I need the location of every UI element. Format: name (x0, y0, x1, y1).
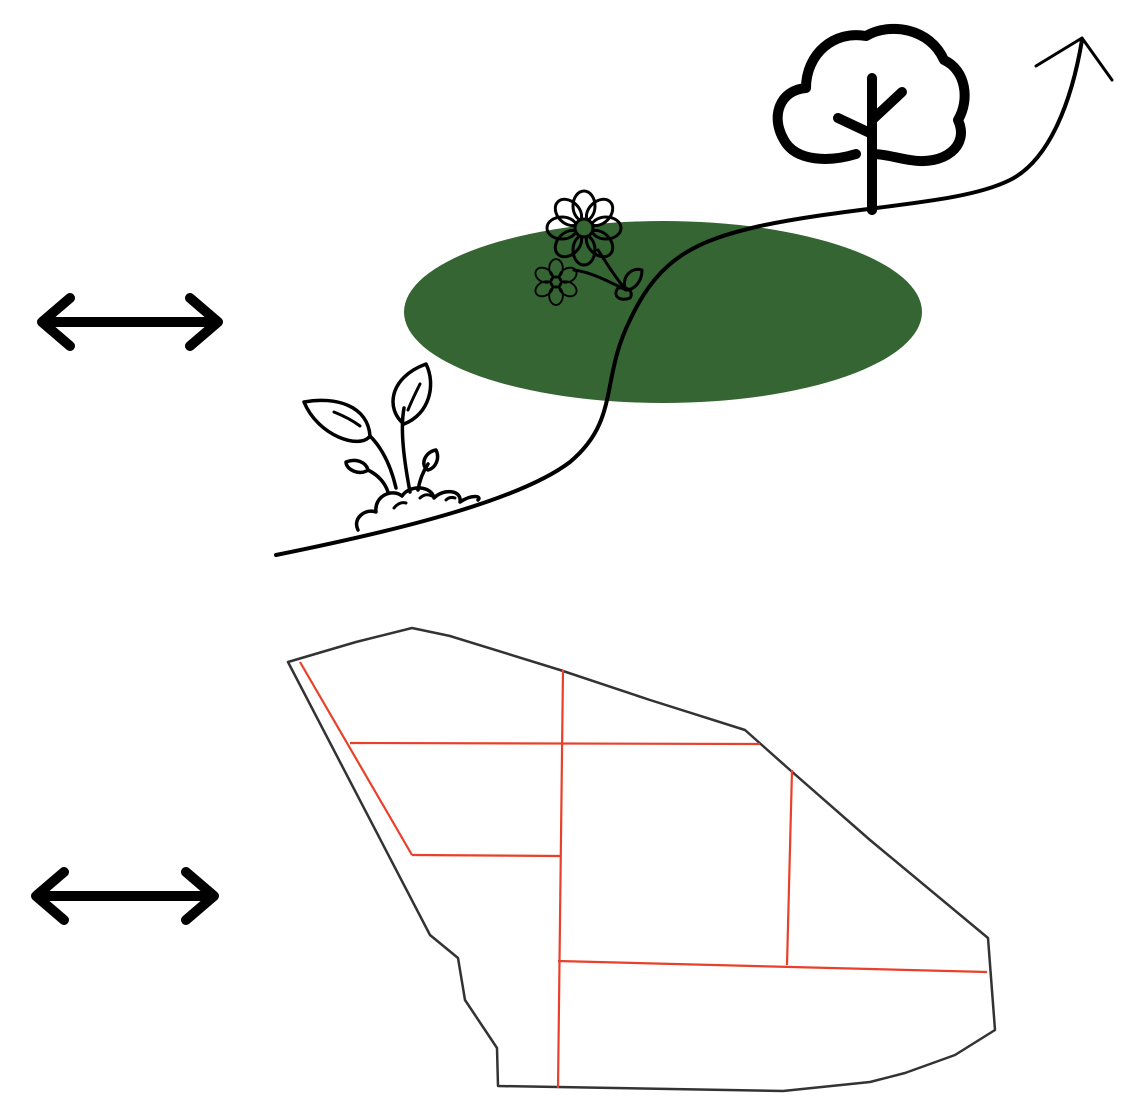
land-parcel-map (288, 628, 995, 1091)
seedling-icon (304, 364, 479, 530)
bottom-double-arrow-icon (36, 872, 214, 920)
subdivision-lines (300, 662, 987, 1088)
top-double-arrow-icon (42, 298, 218, 346)
parcel-outline (288, 628, 995, 1091)
tree-icon (778, 29, 965, 210)
green-meadow-ellipse (404, 221, 922, 403)
